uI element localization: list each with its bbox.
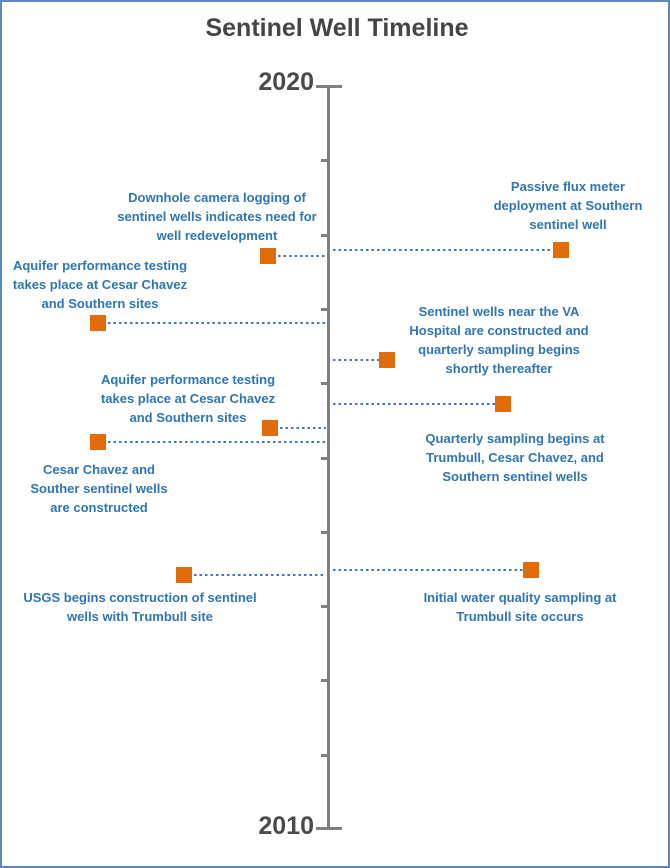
axis-year-tick bbox=[321, 308, 330, 311]
axis-bottom-cap bbox=[315, 827, 342, 830]
axis-top-year-label: 2020 bbox=[258, 68, 314, 96]
chart-title: Sentinel Well Timeline bbox=[205, 14, 469, 42]
event-connector-usgs-begins-construction bbox=[194, 574, 326, 576]
axis-bottom-year-label: 2010 bbox=[258, 812, 314, 840]
event-label-usgs-begins-construction: USGS begins construction of sentinel wel… bbox=[23, 590, 257, 624]
event-label-initial-water-quality-sampling: Initial water quality sampling at Trumbu… bbox=[423, 590, 617, 624]
event-connector-downhole-camera-logging bbox=[278, 255, 326, 257]
event-connector-aquifer-performance-testing-1 bbox=[108, 322, 326, 324]
event-marker-va-hospital-wells bbox=[379, 352, 395, 368]
event-marker-cesar-chavez-southern-constructed bbox=[90, 434, 106, 450]
event-label-va-hospital-wells: Sentinel wells near the VA Hospital are … bbox=[409, 304, 589, 376]
axis-year-tick bbox=[321, 234, 330, 237]
axis-year-tick bbox=[321, 382, 330, 385]
event-label-downhole-camera-logging: Downhole camera logging of sentinel well… bbox=[117, 190, 317, 243]
event-connector-cesar-chavez-southern-constructed bbox=[108, 441, 326, 443]
event-marker-initial-water-quality-sampling bbox=[523, 562, 539, 578]
event-label-aquifer-performance-testing-1: Aquifer performance testing takes place … bbox=[12, 258, 188, 311]
event-connector-passive-flux-meter bbox=[333, 249, 553, 251]
event-label-passive-flux-meter: Passive flux meter deployment at Souther… bbox=[493, 179, 643, 232]
event-marker-downhole-camera-logging bbox=[260, 248, 276, 264]
axis-year-tick bbox=[321, 457, 330, 460]
axis-year-tick bbox=[321, 754, 330, 757]
event-label-quarterly-sampling-begins: Quarterly sampling begins at Trumbull, C… bbox=[425, 431, 605, 484]
event-connector-aquifer-performance-testing-2 bbox=[280, 427, 326, 429]
axis-year-tick bbox=[321, 159, 330, 162]
axis-year-tick bbox=[321, 679, 330, 682]
event-connector-va-hospital-wells bbox=[333, 359, 379, 361]
event-label-aquifer-performance-testing-2: Aquifer performance testing takes place … bbox=[100, 372, 276, 425]
axis-year-tick bbox=[321, 605, 330, 608]
event-marker-quarterly-sampling-begins bbox=[495, 396, 511, 412]
event-marker-passive-flux-meter bbox=[553, 242, 569, 258]
event-label-cesar-chavez-southern-constructed: Cesar Chavez and Souther sentinel wells … bbox=[30, 462, 168, 515]
event-marker-aquifer-performance-testing-2 bbox=[262, 420, 278, 436]
axis-top-cap bbox=[315, 85, 342, 88]
event-connector-initial-water-quality-sampling bbox=[333, 569, 523, 571]
event-connector-quarterly-sampling-begins bbox=[333, 403, 495, 405]
event-marker-aquifer-performance-testing-1 bbox=[90, 315, 106, 331]
event-marker-usgs-begins-construction bbox=[176, 567, 192, 583]
axis-year-tick bbox=[321, 531, 330, 534]
